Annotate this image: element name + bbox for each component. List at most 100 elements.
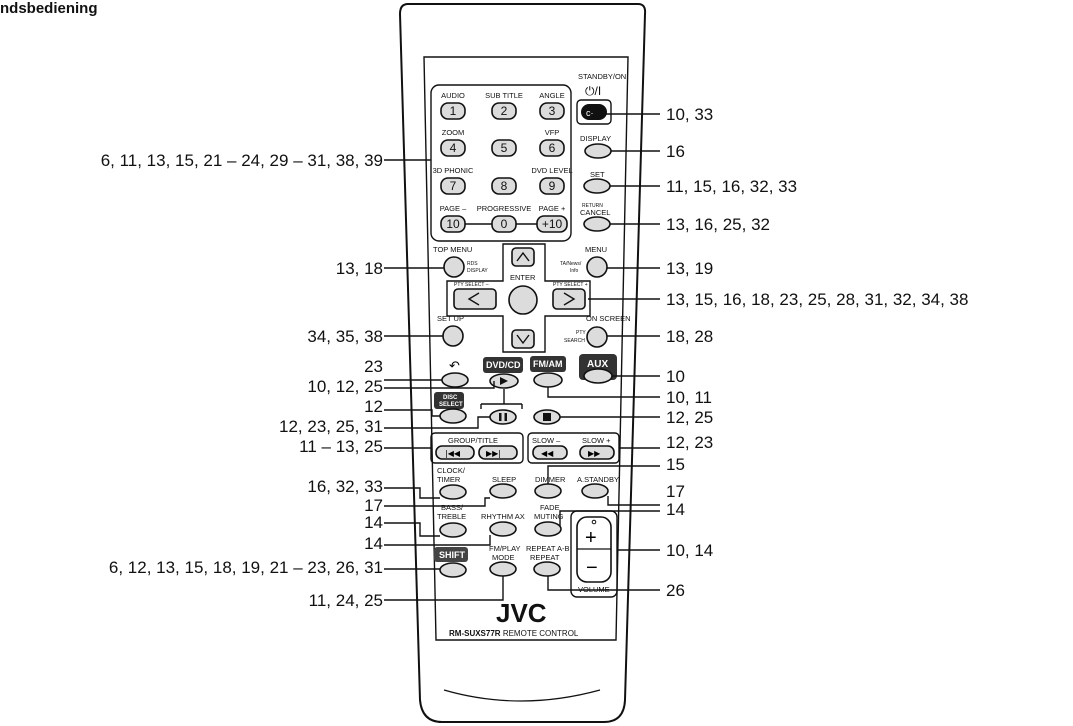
menu-label: MENU bbox=[585, 245, 607, 254]
a-standby-button[interactable] bbox=[581, 483, 609, 499]
muting-label: MUTING bbox=[534, 512, 564, 521]
callout-pause: 12, 23, 25, 31 bbox=[279, 417, 383, 436]
repeat-label: REPEAT bbox=[530, 553, 560, 562]
ta-news-label: TA/News/ bbox=[560, 261, 582, 267]
fm-play-label: FM/PLAY bbox=[489, 544, 521, 553]
info-label: Info bbox=[570, 268, 579, 274]
sleep-label: SLEEP bbox=[492, 475, 516, 484]
cancel-button[interactable] bbox=[583, 216, 611, 232]
callout-cursor: 13, 15, 16, 18, 23, 25, 28, 31, 32, 34, … bbox=[666, 290, 968, 309]
cursor-up-button[interactable] bbox=[511, 247, 535, 267]
fade-muting-button[interactable] bbox=[534, 521, 562, 537]
cursor-left-button[interactable] bbox=[453, 288, 497, 310]
numpad-key-5[interactable] bbox=[491, 139, 517, 157]
slow-plus-button[interactable] bbox=[579, 445, 615, 460]
standby-frame bbox=[576, 99, 612, 125]
shift-label: SHIFT bbox=[439, 550, 466, 560]
numpad-label-10: PAGE – bbox=[440, 204, 467, 213]
callout-fm-play-mode: 11, 24, 25 bbox=[309, 591, 383, 610]
rhythm-button[interactable] bbox=[489, 521, 517, 537]
slow-minus-button[interactable] bbox=[532, 445, 568, 460]
disc-label: DISC bbox=[443, 395, 458, 401]
remote-inner-panel bbox=[423, 56, 629, 641]
numpad-key-8[interactable] bbox=[491, 177, 517, 195]
aux-button[interactable] bbox=[583, 368, 613, 384]
callout-group-title: 11 – 13, 25 bbox=[299, 437, 383, 456]
repeat-ab-label: REPEAT A-B bbox=[526, 544, 570, 553]
callout-volume: 10, 14 bbox=[666, 541, 713, 560]
callout-menu: 13, 19 bbox=[666, 259, 713, 278]
set-up-button[interactable] bbox=[442, 325, 464, 347]
callout-aux: 10 bbox=[666, 367, 685, 386]
standby-button[interactable] bbox=[581, 104, 607, 120]
callout-play: 10, 12, 25 bbox=[307, 377, 383, 396]
display-button[interactable] bbox=[584, 143, 612, 159]
callout-standby: 10, 33 bbox=[666, 105, 713, 124]
numpad-label-7: 3D PHONIC bbox=[433, 166, 474, 175]
disc-select-button[interactable] bbox=[439, 408, 467, 424]
leader-lines bbox=[384, 113, 660, 601]
numpad-key-3[interactable] bbox=[539, 102, 565, 120]
page-heading: ndsbediening bbox=[0, 0, 98, 17]
return-arrow-button[interactable] bbox=[441, 372, 469, 388]
fm-am-label: FM/AM bbox=[533, 359, 563, 369]
numpad-key-text-1: 1 bbox=[450, 104, 457, 118]
bass-treble-button[interactable] bbox=[439, 522, 467, 538]
numpad-key-4[interactable] bbox=[440, 139, 466, 157]
bass-label: BASS/ bbox=[441, 503, 464, 512]
callout-repeat: 26 bbox=[666, 581, 685, 600]
numpad-key-9[interactable] bbox=[539, 177, 565, 195]
numpad-key-7[interactable] bbox=[440, 177, 466, 195]
stop-icon bbox=[543, 413, 551, 421]
set-label: SET bbox=[590, 170, 605, 179]
slow-minus-label: SLOW – bbox=[532, 436, 561, 445]
callout-bass-treble: 14 bbox=[364, 513, 383, 532]
callout-numpad: 6, 11, 13, 15, 21 – 24, 29 – 31, 38, 39 bbox=[101, 151, 383, 170]
callout-stop: 12, 25 bbox=[666, 408, 713, 427]
clock-label: CLOCK/ bbox=[437, 466, 466, 475]
numpad-key-text-6: 6 bbox=[549, 141, 556, 155]
pty-plus-label: PTY SELECT + bbox=[553, 282, 588, 288]
numpad-key-2[interactable] bbox=[491, 102, 517, 120]
numpad-key-text-8: 8 bbox=[501, 179, 508, 193]
callout-a-standby: 17 bbox=[666, 482, 685, 501]
numpad-key-1[interactable] bbox=[440, 102, 466, 120]
menu-button[interactable] bbox=[586, 256, 608, 278]
fm-am-button[interactable] bbox=[533, 372, 563, 388]
repeat-button[interactable] bbox=[533, 561, 561, 577]
volume-down-icon: − bbox=[586, 557, 598, 579]
model-text: RM-SUXS77R REMOTE CONTROL bbox=[449, 629, 579, 638]
rds-display-label: DISPLAY bbox=[467, 268, 488, 274]
numpad-label-0: PROGRESSIVE bbox=[477, 204, 532, 213]
on-screen-label: ON SCREEN bbox=[586, 314, 631, 323]
enter-button[interactable] bbox=[508, 285, 538, 315]
numpad-key-text-10: 10 bbox=[446, 217, 460, 231]
sleep-button[interactable] bbox=[489, 483, 517, 499]
cursor-right-button[interactable] bbox=[552, 288, 586, 310]
set-up-label: SET UP bbox=[437, 314, 464, 323]
set-button[interactable] bbox=[583, 178, 611, 194]
on-screen-button[interactable] bbox=[586, 326, 608, 348]
pty-label: PTY bbox=[576, 330, 586, 336]
callout-fm-am: 10, 11 bbox=[666, 388, 712, 407]
standby-symbol: ⏻/I bbox=[585, 84, 601, 98]
standby-icon: c· bbox=[586, 108, 594, 118]
callout-return-arrow: 23 bbox=[364, 357, 383, 376]
dvd-cd-badge bbox=[483, 357, 523, 373]
dimmer-button[interactable] bbox=[534, 483, 562, 499]
skip-back-icon: |◀◀ bbox=[445, 449, 461, 458]
pause-button[interactable] bbox=[489, 409, 517, 425]
top-menu-button[interactable] bbox=[443, 256, 465, 278]
numpad-label-4: ZOOM bbox=[442, 128, 465, 137]
group-title-label: GROUP/TITLE bbox=[448, 436, 498, 445]
numpad-key-6[interactable] bbox=[539, 139, 565, 157]
shift-button[interactable] bbox=[439, 562, 467, 578]
group-title-prev-button[interactable] bbox=[435, 445, 475, 460]
cursor-down-button[interactable] bbox=[511, 329, 535, 349]
fm-play-mode-button[interactable] bbox=[489, 561, 517, 577]
up-arrow-icon bbox=[516, 251, 530, 262]
rewind-icon: ◀◀ bbox=[541, 449, 554, 458]
group-title-next-button[interactable] bbox=[478, 445, 518, 460]
clock-timer-button[interactable] bbox=[439, 484, 467, 500]
